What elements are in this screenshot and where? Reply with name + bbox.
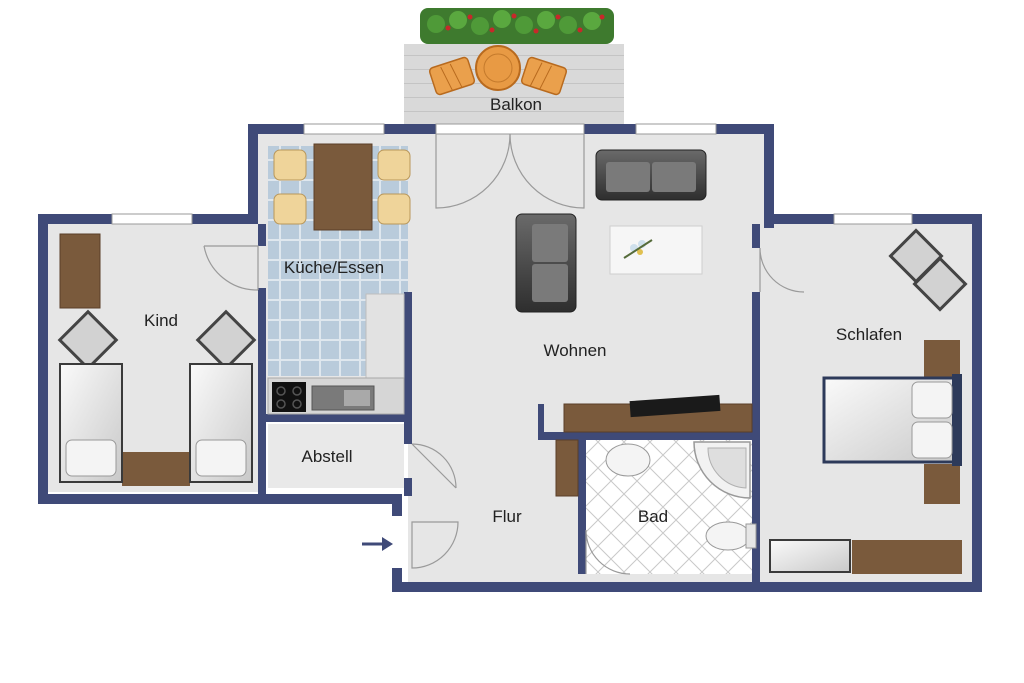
balcony-door-left-swing [435, 133, 511, 209]
nightstand [924, 464, 960, 504]
balcony-table [475, 45, 521, 91]
sofa-top [595, 149, 707, 201]
abstell-floor [268, 424, 404, 488]
label-flur: Flur [492, 507, 522, 526]
chair [377, 193, 411, 225]
chair [273, 149, 307, 181]
door-schlafen-swing [759, 247, 805, 293]
kitchen-furniture [267, 143, 411, 415]
label-bad: Bad [638, 507, 668, 526]
nightstand [122, 452, 190, 486]
plant-box [420, 8, 614, 44]
wardrobe [852, 540, 962, 574]
chair [912, 256, 968, 312]
desk [59, 233, 101, 309]
stool [57, 309, 119, 371]
room-labels: Balkon Küche/Essen Kind Wohnen Schlafen … [144, 95, 902, 526]
doors [203, 133, 805, 575]
bad-furniture [605, 441, 757, 551]
balcony-chair-right [520, 56, 568, 96]
balcony [404, 8, 624, 126]
label-kueche: Küche/Essen [284, 258, 384, 277]
stove-icon [272, 382, 306, 412]
label-wohnen: Wohnen [543, 341, 606, 360]
label-kind: Kind [144, 311, 178, 330]
entrance-arrow-icon [362, 537, 393, 551]
toilet [705, 521, 751, 551]
balcony-door [435, 123, 585, 135]
label-abstell: Abstell [301, 447, 352, 466]
door-abstell-swing [411, 443, 457, 489]
coffee-table [609, 225, 703, 275]
balcony-door-right-swing [509, 133, 585, 209]
washbasin [605, 443, 651, 477]
label-schlafen: Schlafen [836, 325, 902, 344]
tv-icon [629, 394, 721, 418]
chair [273, 193, 307, 225]
window-kind [111, 213, 193, 225]
bench [769, 539, 851, 573]
door-kind-swing [203, 245, 259, 291]
nightstand [924, 340, 960, 380]
wardrobe-flur [555, 439, 579, 497]
walls [38, 124, 982, 592]
kind-furniture [57, 233, 257, 486]
door-bad-swing [585, 529, 631, 575]
label-balkon: Balkon [490, 95, 542, 114]
chair [377, 149, 411, 181]
window-kueche [303, 123, 385, 135]
balcony-chair-left [428, 56, 476, 96]
sofa-left [515, 213, 577, 313]
entrance-door-swing [411, 521, 459, 569]
wohnen-furniture [515, 149, 753, 497]
stool [195, 309, 257, 371]
window-wohnen [635, 123, 717, 135]
flower-icon [623, 239, 653, 259]
fridge [365, 293, 405, 379]
schlafen-furniture [769, 228, 968, 574]
door-abstell-leaf [411, 443, 457, 489]
dining-table [313, 143, 373, 231]
window-schlafen [833, 213, 913, 225]
